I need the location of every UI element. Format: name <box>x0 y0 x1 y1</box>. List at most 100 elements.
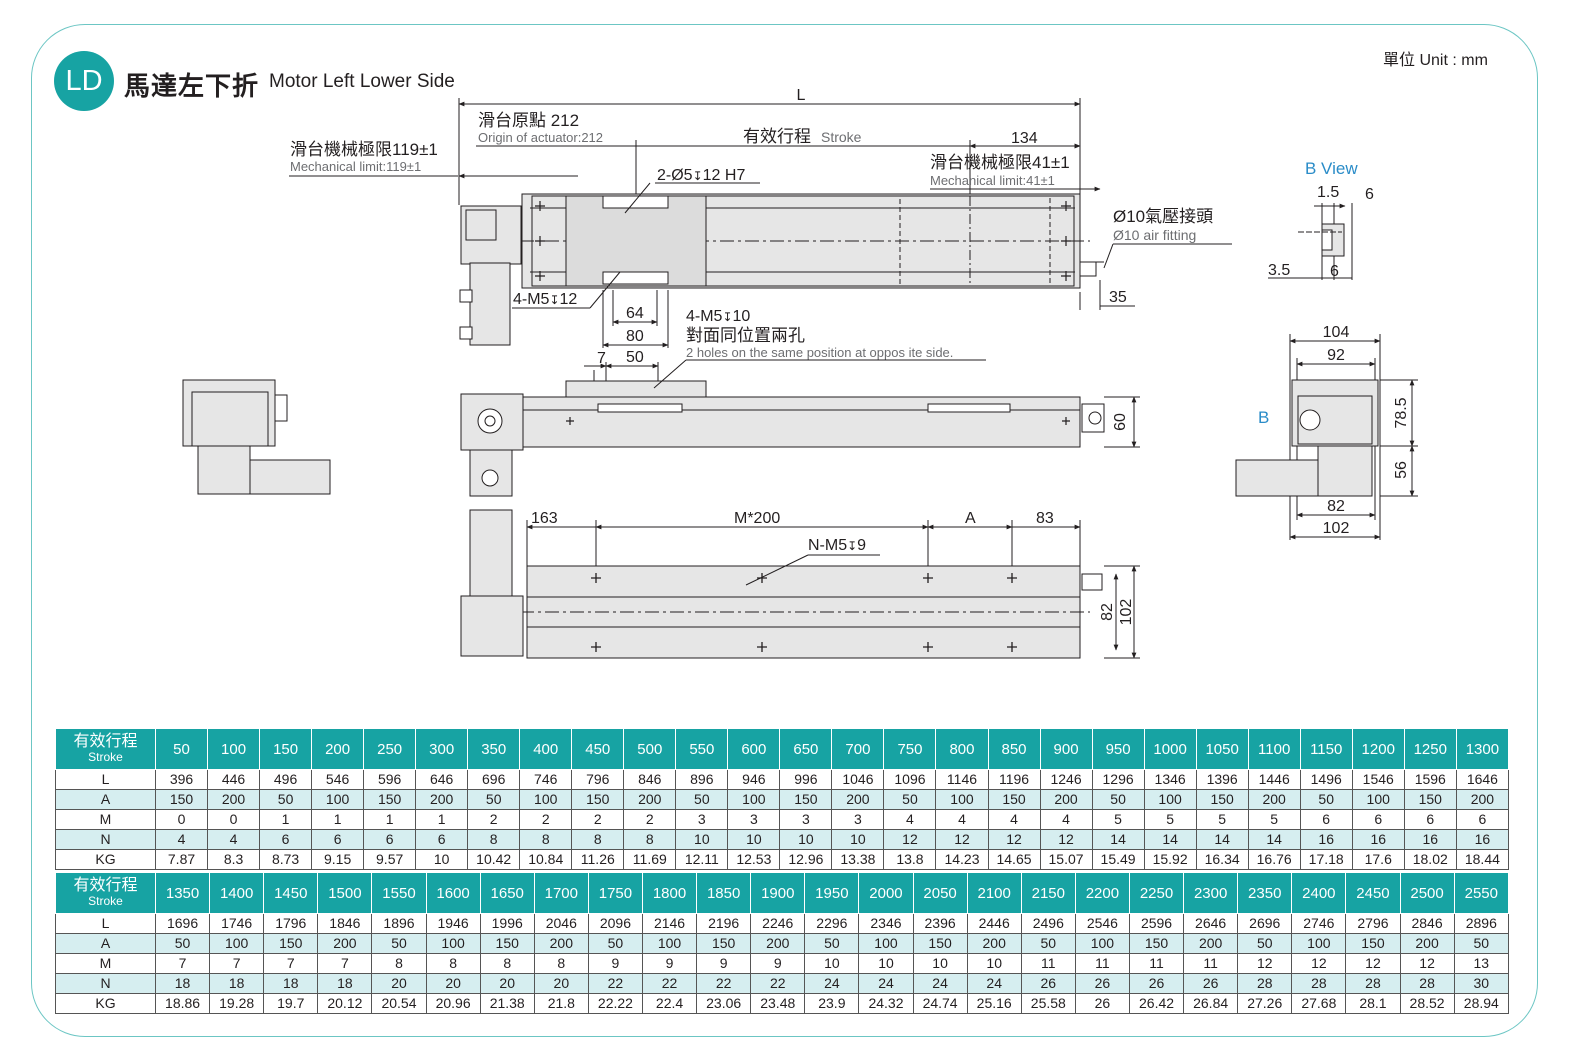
table-cell: 14.23 <box>935 849 989 870</box>
table-cell: 2 <box>519 809 573 830</box>
table-cell: 100 <box>858 933 914 954</box>
stroke-value: 750 <box>883 728 937 770</box>
dim-92-label: 92 <box>1327 347 1345 364</box>
table-cell: 200 <box>533 933 589 954</box>
table-cell: 3 <box>831 809 885 830</box>
b-view-marker: B <box>1258 408 1269 427</box>
table-cell: 996 <box>779 769 833 790</box>
dim-80-label: 80 <box>626 328 644 345</box>
table-cell: 1 <box>311 809 365 830</box>
table-cell: 23.06 <box>696 993 752 1014</box>
table-cell: 2096 <box>587 913 643 934</box>
table-cell: 12 <box>1345 953 1401 974</box>
table-cell: 16 <box>1403 829 1457 850</box>
title-chinese: 馬達左下折 <box>124 72 260 102</box>
table-cell: 28.1 <box>1345 993 1401 1014</box>
table-cell: 50 <box>675 789 729 810</box>
table-cell: 150 <box>363 789 417 810</box>
stroke-value: 1750 <box>587 872 643 914</box>
front-view <box>460 359 1140 497</box>
unit-label: 單位 Unit : mm <box>1383 52 1488 69</box>
table-cell: 13.8 <box>883 849 937 870</box>
table-cell: 200 <box>1039 789 1093 810</box>
table-cell: 12 <box>1291 953 1347 974</box>
table-cell: 10 <box>727 829 781 850</box>
table-cell: 20.96 <box>425 993 481 1014</box>
table-cell: 2196 <box>696 913 752 934</box>
table-cell: 14.65 <box>987 849 1041 870</box>
table-cell: 100 <box>311 789 365 810</box>
table-cell: 24 <box>912 973 968 994</box>
table-cell: 946 <box>727 769 781 790</box>
table-cell: 100 <box>209 933 265 954</box>
table-cell: 9 <box>641 953 698 974</box>
bv-dim-3-5: 3.5 <box>1268 262 1290 279</box>
table-cell: 200 <box>750 933 806 954</box>
table-cell: 100 <box>1074 933 1130 954</box>
table-cell: 26.84 <box>1183 993 1239 1014</box>
table-cell: 18.02 <box>1403 849 1457 870</box>
same-position-en: 2 holes on the same position at oppos it… <box>686 345 953 360</box>
hole-4-m5-12-label: 4-M5↧12 <box>513 291 577 308</box>
table-cell: 200 <box>1183 933 1239 954</box>
stroke-value: 1500 <box>317 872 373 914</box>
table-cell: 1546 <box>1351 769 1405 790</box>
table-cell: 200 <box>1247 789 1301 810</box>
table-cell: 10 <box>912 953 968 974</box>
stroke-value: 1200 <box>1351 728 1405 770</box>
stroke-value: 1700 <box>533 872 589 914</box>
table-cell: 4 <box>1039 809 1093 830</box>
table-cell: 1646 <box>1455 769 1510 790</box>
hole-4-m5-10-label: 4-M5↧10 <box>686 308 750 325</box>
dim-134-label: 134 <box>1011 130 1038 147</box>
table-cell: 150 <box>696 933 752 954</box>
table-cell: 896 <box>675 769 729 790</box>
table-cell: 30 <box>1453 973 1510 994</box>
dim-83-label: 83 <box>1036 510 1054 527</box>
table-cell: 50 <box>1453 933 1510 954</box>
table-cell: 2446 <box>966 913 1022 934</box>
bv-dim-6a: 6 <box>1365 186 1374 203</box>
table-cell: 15.49 <box>1091 849 1145 870</box>
stroke-value: 2550 <box>1453 872 1510 914</box>
page-frame <box>31 24 1538 1037</box>
table-cell: 13 <box>1453 953 1510 974</box>
dim-60-label: 60 <box>1112 413 1129 431</box>
table-cell: 11.26 <box>571 849 625 870</box>
hole-n-label: N-M5↧9 <box>808 537 866 554</box>
air-fitting-cn: Ø10氣壓接頭 <box>1113 207 1213 226</box>
table-cell: 6 <box>311 829 365 850</box>
technical-drawing: L 滑台原點 212 Origin of actuator:212 滑台機械極限… <box>182 87 1418 659</box>
table-cell: 2146 <box>641 913 698 934</box>
table-cell: 2746 <box>1291 913 1347 934</box>
dim-7-label: 7 <box>597 350 606 367</box>
table-cell: 16.34 <box>1195 849 1249 870</box>
title-english: Motor Left Lower Side <box>269 71 455 92</box>
stroke-value: 2350 <box>1237 872 1293 914</box>
table-cell: 6 <box>1351 809 1405 830</box>
table-cell: 21.8 <box>533 993 589 1014</box>
table-cell: 16 <box>1351 829 1405 850</box>
table-cell: 150 <box>479 933 535 954</box>
table-cell: 7 <box>263 953 319 974</box>
table-cell: 15.07 <box>1039 849 1093 870</box>
bv-dim-6b: 6 <box>1330 263 1339 280</box>
dim-35-label: 35 <box>1109 289 1127 306</box>
table-cell: 200 <box>1455 789 1510 810</box>
table-cell: 3 <box>779 809 833 830</box>
table-cell: 4 <box>987 809 1041 830</box>
stroke-value: 2150 <box>1020 872 1076 914</box>
dim-102-side-label: 102 <box>1323 520 1350 537</box>
stroke-value: 350 <box>467 728 521 770</box>
stroke-value: 1000 <box>1143 728 1197 770</box>
bottom-view <box>460 509 1140 659</box>
table-cell: 1696 <box>154 913 211 934</box>
table-cell: 12.11 <box>675 849 729 870</box>
table-cell: 18.86 <box>154 993 211 1014</box>
b-view-title: B View <box>1305 159 1358 178</box>
dim-50-label: 50 <box>626 349 644 366</box>
table-cell: 1946 <box>425 913 481 934</box>
